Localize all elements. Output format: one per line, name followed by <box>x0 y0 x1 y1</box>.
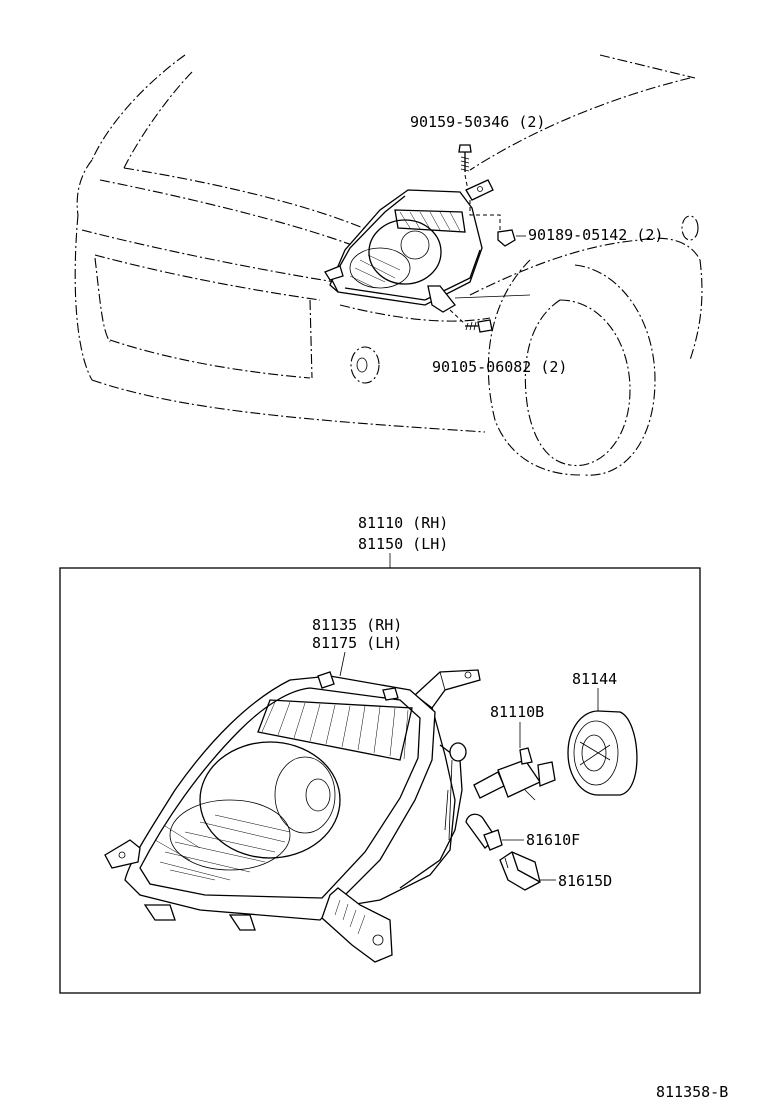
label-assembly-lh: 81150 (LH) <box>358 535 448 553</box>
headlamp-assembly <box>104 669 481 963</box>
assembly-frame <box>59 567 701 994</box>
label-bulb-clearance: 81610F <box>526 831 580 849</box>
headlamp-installed <box>324 179 531 313</box>
bulb-clearance <box>465 813 503 851</box>
label-cover: 81144 <box>572 670 617 688</box>
figure-code: 811358-B <box>656 1083 728 1101</box>
label-screw-bottom: 90105-06082 (2) <box>432 358 567 376</box>
bulb-main <box>473 747 556 801</box>
label-bulb-main: 81110B <box>490 703 544 721</box>
cover-dust <box>567 710 638 796</box>
screw-top <box>458 144 472 191</box>
label-clip-right: 90189-05142 (2) <box>528 226 663 244</box>
label-socket: 81615D <box>558 872 612 890</box>
label-screw-top: 90159-50346 (2) <box>410 113 545 131</box>
car-front-outline <box>74 54 703 476</box>
clip-right <box>469 200 516 247</box>
screw-bottom <box>449 309 493 333</box>
socket-clearance <box>499 851 541 891</box>
label-lens-lh: 81175 (LH) <box>312 634 402 652</box>
label-lens-rh: 81135 (RH) <box>312 616 402 634</box>
label-assembly-rh: 81110 (RH) <box>358 514 448 532</box>
